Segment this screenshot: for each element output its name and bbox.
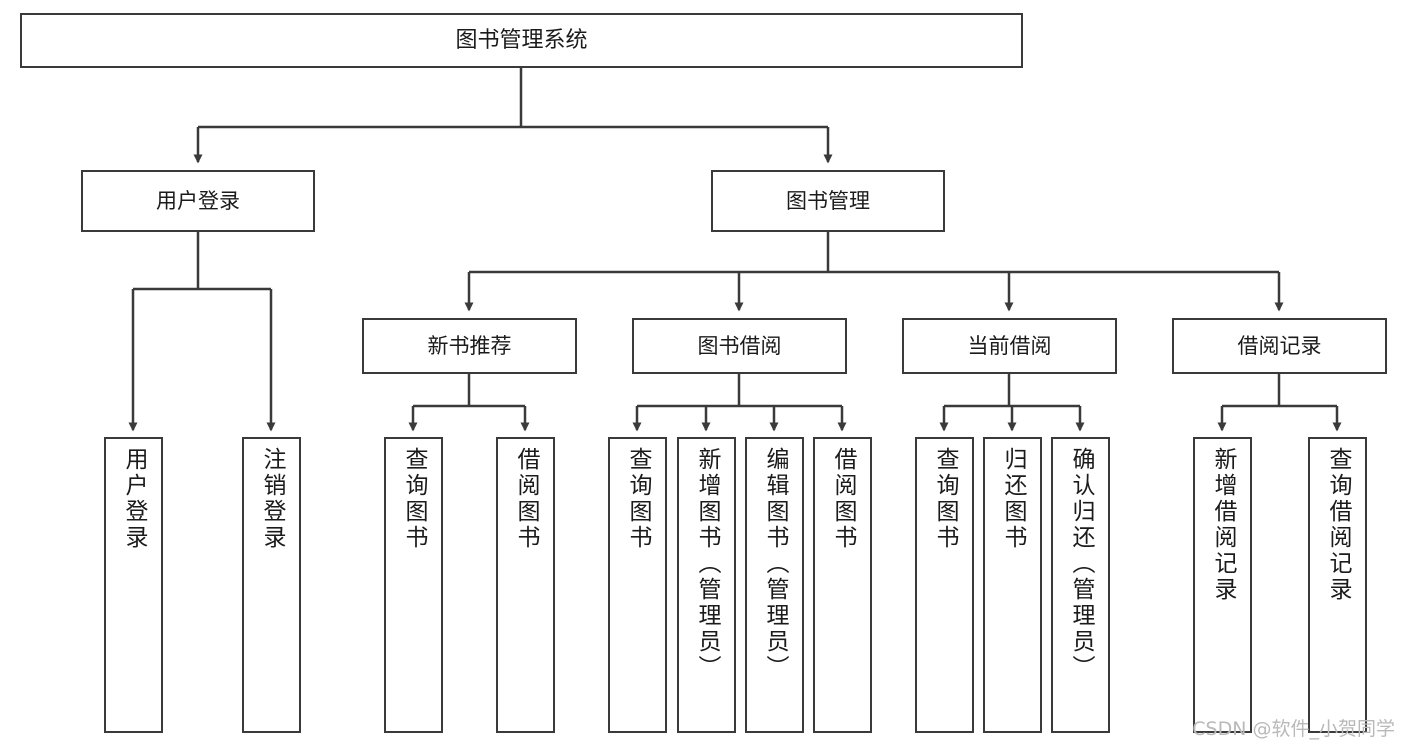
node-leaf-borrow-book-2[interactable]: 借阅图书 — [813, 437, 872, 733]
node-leaf-borrow-book-1[interactable]: 借阅图书 — [496, 437, 555, 733]
node-new-book-recommendation[interactable]: 新书推荐 — [362, 318, 577, 374]
node-label: 新增借阅记录 — [1210, 447, 1236, 603]
node-leaf-user-login[interactable]: 用户登录 — [104, 437, 163, 733]
node-label: 借阅图书 — [513, 447, 539, 551]
node-root-book-management-system[interactable]: 图书管理系统 — [20, 13, 1023, 68]
node-user-login[interactable]: 用户登录 — [81, 170, 315, 232]
node-label: 图书管理 — [786, 188, 870, 213]
node-label: 编辑图书（管理员） — [762, 447, 788, 681]
node-label: 借阅图书 — [830, 447, 856, 551]
node-label: 查询图书 — [932, 447, 958, 551]
node-label: 借阅记录 — [1237, 333, 1322, 358]
node-leaf-return-book[interactable]: 归还图书 — [983, 437, 1042, 733]
node-book-borrowing[interactable]: 图书借阅 — [632, 318, 847, 374]
node-leaf-query-borrow-record[interactable]: 查询借阅记录 — [1308, 437, 1367, 733]
node-leaf-add-borrow-record[interactable]: 新增借阅记录 — [1193, 437, 1252, 733]
node-label: 查询图书 — [401, 447, 427, 551]
node-leaf-edit-book[interactable]: 编辑图书（管理员） — [745, 437, 804, 733]
node-label: 图书管理系统 — [455, 27, 588, 53]
node-label: 确认归还（管理员） — [1068, 447, 1094, 681]
node-label: 当前借阅 — [967, 333, 1052, 358]
node-label: 查询图书 — [625, 447, 651, 551]
node-label: 查询借阅记录 — [1325, 447, 1351, 603]
node-label: 注销登录 — [259, 447, 285, 551]
node-current-borrowing[interactable]: 当前借阅 — [902, 318, 1117, 374]
node-label: 新书推荐 — [427, 333, 512, 358]
node-leaf-query-book-3[interactable]: 查询图书 — [915, 437, 974, 733]
node-label: 新增图书（管理员） — [694, 447, 720, 681]
node-borrowing-records[interactable]: 借阅记录 — [1172, 318, 1387, 374]
node-leaf-query-book-2[interactable]: 查询图书 — [608, 437, 667, 733]
node-leaf-user-logout[interactable]: 注销登录 — [242, 437, 301, 733]
node-label: 用户登录 — [121, 447, 147, 551]
node-label: 归还图书 — [1000, 447, 1026, 551]
node-leaf-query-book-1[interactable]: 查询图书 — [384, 437, 443, 733]
node-label: 用户登录 — [156, 188, 240, 213]
node-label: 图书借阅 — [697, 333, 782, 358]
node-leaf-confirm-return[interactable]: 确认归还（管理员） — [1051, 437, 1110, 733]
node-book-management[interactable]: 图书管理 — [711, 170, 945, 232]
node-leaf-add-book[interactable]: 新增图书（管理员） — [677, 437, 736, 733]
